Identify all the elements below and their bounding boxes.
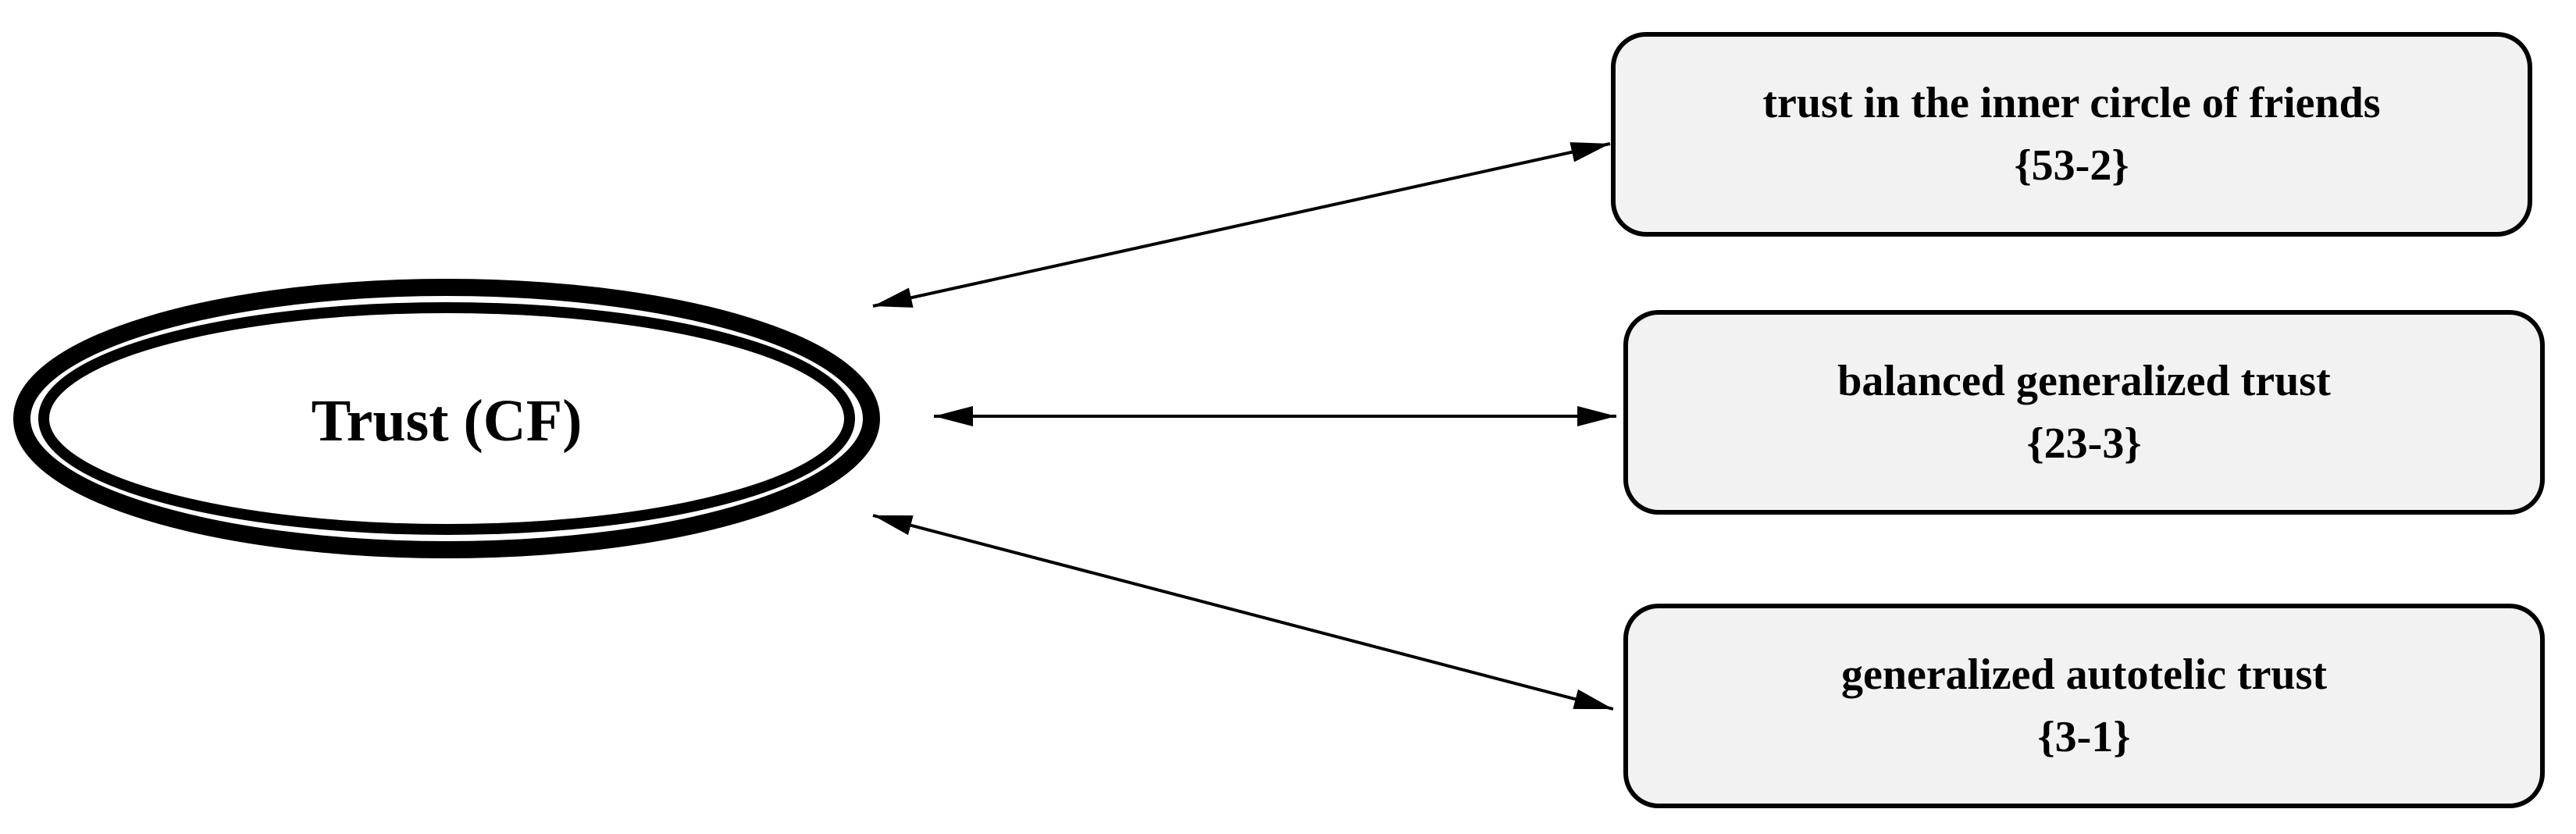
node-box-3-code: {3-1} [2038, 713, 2131, 761]
node-box-1-code: {53-2} [2015, 141, 2129, 190]
central-node-outer-ring [13, 279, 880, 558]
node-box-3: generalized autotelic trust {3-1} [1623, 604, 2545, 808]
node-box-3-title: generalized autotelic trust [1841, 650, 2327, 699]
node-box-2-frame [1623, 310, 2545, 515]
node-box-1: trust in the inner circle of friends {53… [1611, 32, 2532, 237]
node-box-2-code: {23-3} [2027, 419, 2142, 468]
arrow-to-node-3 [872, 514, 1614, 711]
node-box-2: balanced generalized trust {23-3} [1623, 310, 2545, 515]
node-box-2-title: balanced generalized trust [1837, 357, 2331, 405]
arrow-to-node-1 [872, 142, 1611, 308]
central-node: Trust (CF) [13, 279, 880, 558]
central-node-label: Trust (CF) [312, 388, 583, 454]
central-node-inner-ring [38, 302, 855, 535]
node-box-1-frame [1611, 32, 2532, 237]
node-box-3-frame [1623, 604, 2545, 808]
node-box-1-title: trust in the inner circle of friends [1762, 79, 2380, 127]
